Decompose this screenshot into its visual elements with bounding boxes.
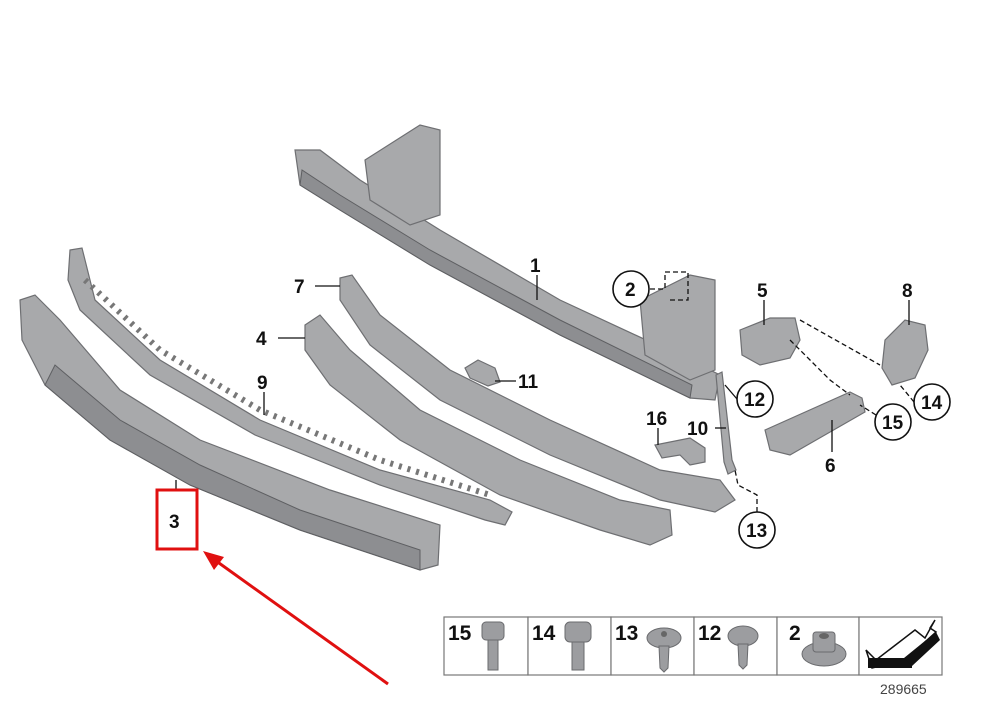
flange-screw-icon xyxy=(727,625,759,670)
reference-number: 289665 xyxy=(880,681,927,697)
part-5-bracket[interactable] xyxy=(739,317,801,366)
part-8-bracket[interactable] xyxy=(881,319,929,386)
highlight-arrow xyxy=(203,551,389,686)
hardware-number-12: 12 xyxy=(698,622,721,645)
callout-14[interactable]: 14 xyxy=(921,393,943,414)
callout-11[interactable]: 11 xyxy=(518,372,539,393)
part-9-strip[interactable] xyxy=(67,247,513,526)
callout-16[interactable]: 16 xyxy=(646,409,667,430)
callout-4[interactable]: 4 xyxy=(256,329,267,350)
hex-bolt-icon xyxy=(564,621,592,671)
hardware-number-2: 2 xyxy=(789,622,801,645)
part-6-rail[interactable] xyxy=(764,391,866,456)
callout-9[interactable]: 9 xyxy=(257,373,268,394)
part-3-impact-absorber[interactable] xyxy=(19,294,441,571)
callout-1[interactable]: 1 xyxy=(530,256,541,277)
part-1-bumper-carrier[interactable] xyxy=(294,124,721,401)
part-10-rod[interactable] xyxy=(715,371,737,475)
callout-labels: 1 2 3 4 5 6 7 8 9 10 11 12 13 14 15 16 xyxy=(155,256,951,551)
callout-5[interactable]: 5 xyxy=(757,281,768,302)
callout-12[interactable]: 12 xyxy=(744,390,765,411)
callout-13[interactable]: 13 xyxy=(746,521,767,542)
hardware-number-13: 13 xyxy=(615,622,638,645)
highlight-box xyxy=(155,488,199,551)
callout-8[interactable]: 8 xyxy=(902,281,913,302)
callout-10[interactable]: 10 xyxy=(687,419,708,440)
hardware-number-14: 14 xyxy=(532,622,556,645)
callout-15[interactable]: 15 xyxy=(882,413,904,434)
callout-7[interactable]: 7 xyxy=(294,277,305,298)
hex-bolt-icon xyxy=(481,621,505,671)
part-7-trim[interactable] xyxy=(339,274,736,513)
callout-3[interactable]: 3 xyxy=(169,512,180,533)
direction-arrow-icon xyxy=(865,619,940,669)
flange-screw-icon xyxy=(646,627,682,673)
part-16-bracket[interactable] xyxy=(654,437,706,466)
callout-6[interactable]: 6 xyxy=(825,456,836,477)
hardware-table: 15 14 13 12 2 2 xyxy=(443,616,943,697)
flange-nut-icon xyxy=(801,631,847,667)
callout-2[interactable]: 2 xyxy=(625,280,636,301)
hardware-number-15: 15 xyxy=(448,622,472,645)
part-4-trim[interactable] xyxy=(304,314,673,546)
leader-lines xyxy=(175,271,915,512)
part-11-clip[interactable] xyxy=(464,359,501,387)
